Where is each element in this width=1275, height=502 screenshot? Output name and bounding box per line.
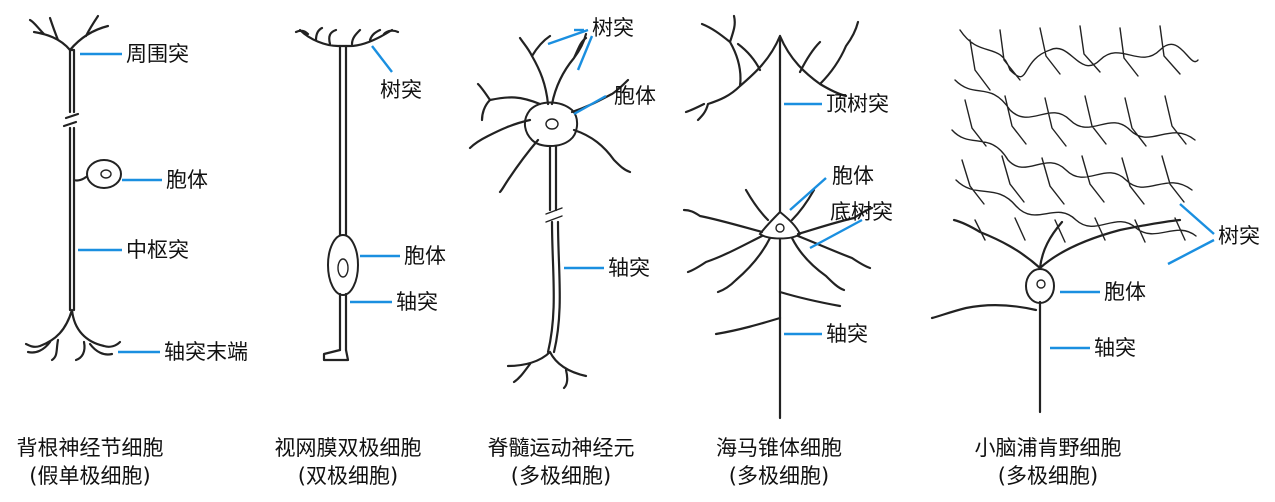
- caption-subtitle: (多极细胞): [728, 464, 830, 488]
- label-axon: 轴突: [1094, 336, 1136, 360]
- caption-title: 背根神经节细胞: [16, 436, 164, 460]
- label-cell-body: 胞体: [1104, 280, 1146, 304]
- caption-subtitle: (假单极细胞): [29, 464, 151, 488]
- label-axon: 轴突: [826, 322, 868, 346]
- caption-drg-neuron: 背根神经节细胞 (假单极细胞): [0, 434, 180, 490]
- label-cell-body: 胞体: [614, 84, 656, 108]
- label-central-process: 中枢突: [126, 238, 189, 262]
- caption-bipolar-neuron: 视网膜双极细胞 (双极细胞): [258, 434, 438, 490]
- motor-neuron-drawing: [468, 28, 632, 390]
- drg-neuron-drawing: [24, 14, 162, 362]
- label-apical-dendrite: 顶树突: [826, 92, 889, 116]
- label-axon: 轴突: [396, 290, 438, 314]
- label-cell-body: 胞体: [166, 168, 208, 192]
- pyramidal-neuron-drawing: [682, 14, 874, 420]
- bipolar-neuron-drawing: [294, 26, 400, 362]
- caption-motor-neuron: 脊髓运动神经元 (多极细胞): [466, 434, 656, 490]
- label-axon: 轴突: [608, 256, 650, 280]
- caption-subtitle: (双极细胞): [297, 464, 399, 488]
- label-dendrite: 树突: [1218, 224, 1260, 248]
- caption-title: 视网膜双极细胞: [274, 436, 422, 460]
- caption-title: 小脑浦肯野细胞: [974, 436, 1122, 460]
- caption-purkinje-neuron: 小脑浦肯野细胞 (多极细胞): [958, 434, 1138, 490]
- label-cell-body: 胞体: [832, 164, 874, 188]
- label-basal-dendrite: 底树突: [830, 200, 893, 224]
- caption-subtitle: (多极细胞): [997, 464, 1099, 488]
- purkinje-neuron-drawing: [930, 18, 1215, 414]
- label-cell-body: 胞体: [404, 244, 446, 268]
- caption-title: 海马锥体细胞: [716, 436, 842, 460]
- label-dendrite: 树突: [380, 78, 422, 102]
- label-axon-terminal: 轴突末端: [164, 340, 248, 364]
- caption-pyramidal-neuron: 海马锥体细胞 (多极细胞): [694, 434, 864, 490]
- label-dendrite: 树突: [592, 16, 634, 40]
- caption-title: 脊髓运动神经元: [487, 436, 635, 460]
- label-peripheral-process: 周围突: [126, 42, 189, 66]
- caption-subtitle: (多极细胞): [510, 464, 612, 488]
